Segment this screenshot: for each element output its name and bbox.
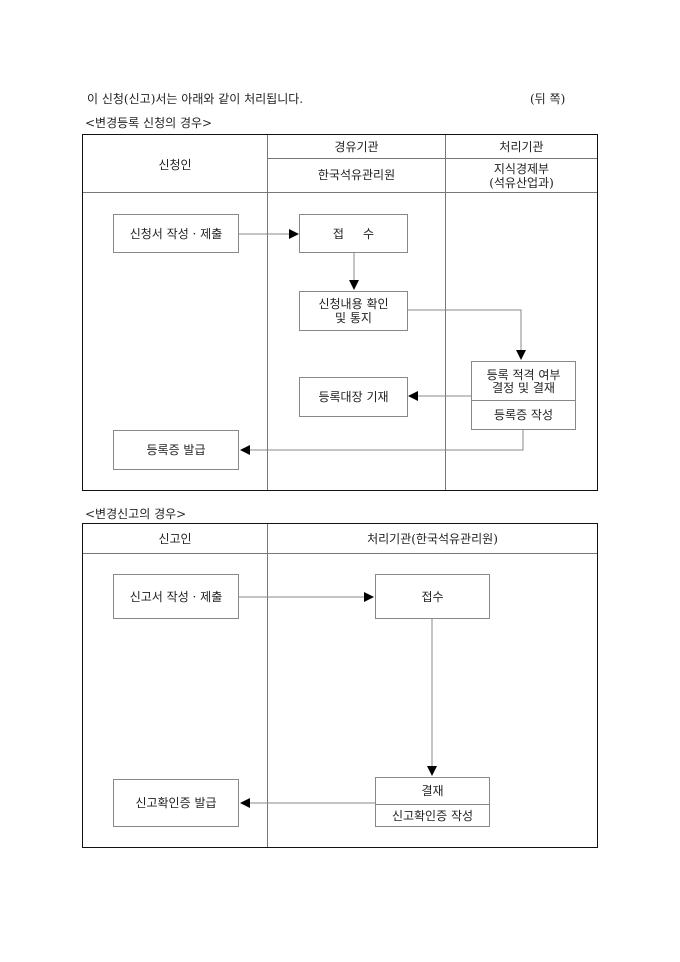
approval-box: 결재 신고확인증 작성 (375, 777, 490, 827)
issue-confirmation-box: 신고확인증 발급 (113, 779, 239, 827)
decision-box: 등록 적격 여부 결정 및 결재 등록증 작성 (471, 361, 576, 430)
header-via-org: 한국석유관리원 (317, 168, 396, 182)
arrow-confirm-to-decision (408, 309, 526, 360)
section2-title: <변경신고의 경우> (85, 507, 187, 521)
receive-box: 접 수 (299, 214, 408, 253)
decision-label-line2: 결정 및 결재 (492, 381, 555, 395)
submit-report-label: 신고서 작성 · 제출 (129, 589, 223, 604)
submit-application-label: 신청서 작성 · 제출 (129, 226, 223, 241)
header-processing-agency: 처리기관(한국석유관리원) (367, 532, 498, 546)
header-processing-org-line2: (석유산업과) (489, 176, 554, 190)
confirm-notify-label-line1: 신청내용 확인 (318, 297, 389, 311)
arrow-decision-to-issue (240, 430, 524, 455)
submit-application-box: 신청서 작성 · 제출 (113, 214, 239, 253)
confirmation-create-label: 신고확인증 작성 (391, 809, 474, 823)
decision-divider (472, 400, 575, 401)
header-applicant: 신청인 (158, 158, 192, 172)
header-processing-org-line1: 지식경제부 (493, 162, 550, 176)
receive-box: 접수 (375, 574, 490, 619)
registration-flow-table (82, 134, 598, 491)
intro-text: 이 신청(신고)서는 아래와 같이 처리됩니다. (87, 92, 304, 106)
submit-report-box: 신고서 작성 · 제출 (113, 574, 239, 619)
header-divider (83, 553, 597, 554)
receive-label: 접수 (421, 589, 444, 604)
header-divider (268, 158, 597, 159)
approval-divider (376, 804, 489, 805)
section1-title: <변경등록 신청의 경우> (85, 116, 213, 130)
ledger-entry-box: 등록대장 기재 (299, 377, 408, 417)
certificate-create-label: 등록증 작성 (493, 408, 553, 422)
issue-certificate-label: 등록증 발급 (146, 443, 206, 457)
report-flow-table (82, 523, 598, 848)
header-via-agency: 경유기관 (334, 140, 379, 154)
confirm-notify-box: 신청내용 확인 및 통지 (299, 291, 408, 331)
column-divider (445, 135, 446, 490)
header-divider (83, 192, 597, 193)
decision-label-line1: 등록 적격 여부 (486, 368, 561, 382)
receive-label: 접 수 (332, 226, 375, 241)
issue-certificate-box: 등록증 발급 (113, 430, 239, 470)
page-side-label: (뒤 쪽) (530, 92, 566, 106)
header-reporter: 신고인 (158, 532, 192, 546)
column-divider (267, 135, 268, 490)
approval-label: 결재 (421, 784, 444, 798)
confirm-notify-label-line2: 및 통지 (335, 311, 372, 325)
issue-confirmation-label: 신고확인증 발급 (135, 796, 217, 810)
column-divider (267, 524, 268, 847)
ledger-entry-label: 등록대장 기재 (318, 390, 389, 404)
header-processing-agency: 처리기관 (499, 140, 544, 154)
